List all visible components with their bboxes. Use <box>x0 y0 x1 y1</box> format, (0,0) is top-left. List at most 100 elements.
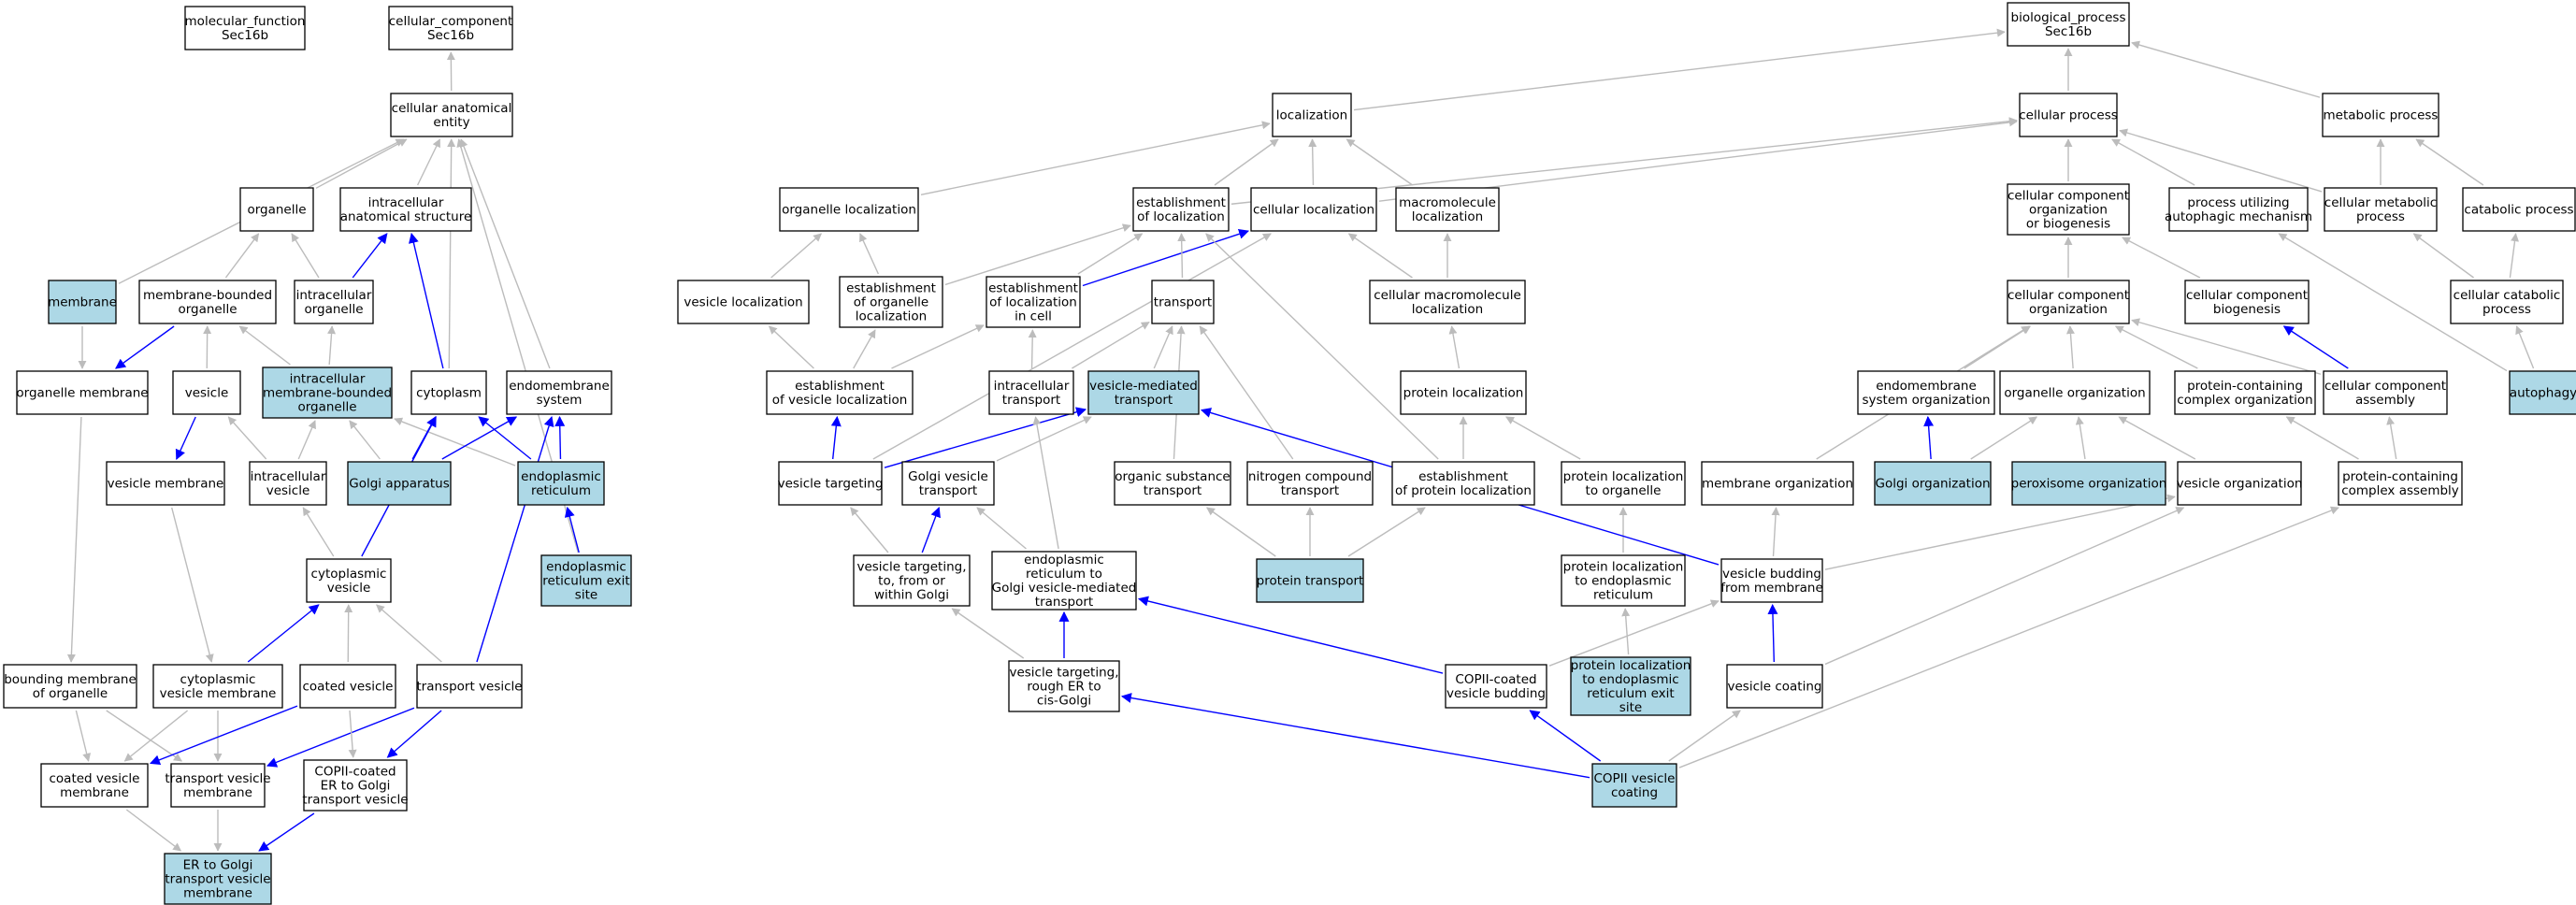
term-node-vesorg[interactable]: vesicle organization <box>2177 461 2303 506</box>
term-box <box>1087 370 1200 415</box>
edge-iv-to-vesicle <box>227 416 267 460</box>
term-node-golgiorg[interactable]: Golgi organization <box>1874 461 1992 506</box>
term-label-line: vesicle targeting <box>778 477 884 492</box>
term-label-line: Sec16b <box>2045 24 2092 39</box>
term-node-transport[interactable]: transport <box>1151 280 1215 324</box>
term-node-cellloc[interactable]: cellular localization <box>1250 187 1377 232</box>
term-node-peroxorg[interactable]: peroxisome organization <box>2011 461 2167 506</box>
edge-cvmem-to-ergtvm <box>125 809 182 852</box>
term-node-vesloc[interactable]: vesicle localization <box>677 280 810 324</box>
term-label-line: localization <box>1412 302 1483 317</box>
term-node-orgorg[interactable]: organelle organization <box>1999 370 2151 415</box>
term-label-line: to, from or <box>878 574 945 589</box>
term-node-membrane[interactable]: membrane <box>48 280 117 324</box>
term-node-autophagy[interactable]: autophagy <box>2509 370 2576 415</box>
term-node-catab[interactable]: catabolic process <box>2462 187 2576 232</box>
term-node-organelle[interactable]: organelle <box>239 187 314 232</box>
term-label-line: process <box>2356 209 2405 224</box>
term-node-cv[interactable]: coated vesicle <box>299 664 396 709</box>
term-node-tv[interactable]: transport vesicle <box>416 664 523 709</box>
term-node-orgloc[interactable]: organelle localization <box>779 187 919 232</box>
term-node-cytoplasm[interactable]: cytoplasm <box>410 370 487 415</box>
term-label-line: intracellular <box>994 379 1070 394</box>
edge-tv-to-cytves <box>376 604 442 663</box>
term-box <box>239 187 314 232</box>
term-box <box>2184 280 2310 324</box>
term-node-vm[interactable]: vesicle membrane <box>106 461 225 506</box>
term-label-line: cellular component <box>2186 288 2308 303</box>
term-node-localization[interactable]: localization <box>1272 93 1352 137</box>
term-node-metab[interactable]: metabolic process <box>2322 93 2439 137</box>
term-box <box>2007 2 2130 47</box>
term-label-line: cellular component <box>2008 189 2129 204</box>
term-node-golgi[interactable]: Golgi apparatus <box>347 461 452 506</box>
term-box <box>1720 558 1823 603</box>
term-box <box>779 187 919 232</box>
term-node-pt[interactable]: protein transport <box>1256 558 1364 603</box>
term-label-line: protein localization <box>1563 469 1684 484</box>
term-node-vc[interactable]: vesicle coating <box>1726 664 1823 709</box>
term-label-line: organelle membrane <box>16 386 148 401</box>
term-node-protloc[interactable]: protein localization <box>1400 370 1527 415</box>
edge-plo-to-protloc <box>1505 416 1581 460</box>
term-node-vt[interactable]: vesicle targeting <box>778 461 884 506</box>
term-label-line: intracellular <box>368 195 444 210</box>
term-node-vesicle[interactable]: vesicle <box>172 370 241 415</box>
term-node-cellproc[interactable]: cellular process <box>2019 93 2118 137</box>
term-box <box>262 366 393 419</box>
term-node-memorg[interactable]: membrane organization <box>1701 461 1854 506</box>
term-node-om[interactable]: organelle membrane <box>16 370 149 415</box>
term-label-line: autophagic mechanism <box>2165 209 2312 224</box>
